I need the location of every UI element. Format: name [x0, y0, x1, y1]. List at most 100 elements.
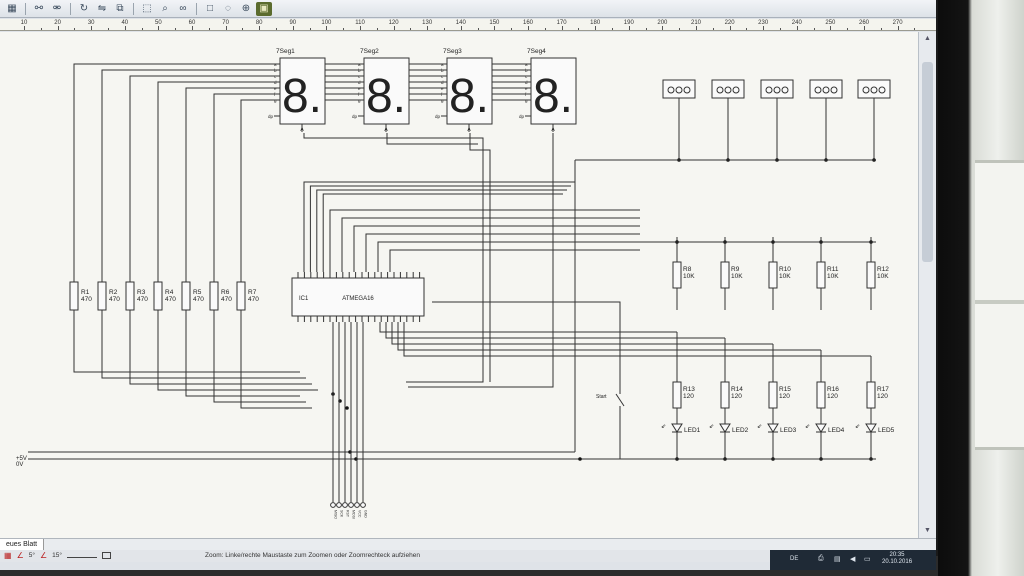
connector-pin — [336, 502, 342, 508]
box-icon[interactable] — [101, 552, 111, 559]
ruler-tick — [158, 26, 160, 30]
notification-icon[interactable]: ▭ — [864, 556, 871, 563]
resistor-name: R5 — [193, 289, 202, 296]
header-pin — [773, 86, 781, 94]
resistor — [768, 261, 778, 289]
ruler-label: 80 — [255, 20, 263, 26]
resistor — [97, 281, 107, 311]
ruler-tick — [276, 28, 277, 30]
network-icon[interactable]: ▤ — [834, 556, 841, 563]
ruler-tick — [595, 26, 597, 30]
seven-segment-display — [446, 57, 493, 125]
grid-snap-icon[interactable]: ▦ — [4, 551, 12, 560]
anode-wire — [469, 133, 491, 382]
ruler-tick — [343, 28, 345, 30]
ruler-tick — [208, 28, 210, 30]
zoom-icon[interactable]: ⌕ — [162, 3, 168, 14]
mirror-icon[interactable]: ⇋ — [97, 3, 107, 14]
printer-icon[interactable]: ⎙ — [818, 555, 824, 562]
ruler-label: 190 — [623, 20, 634, 26]
speaker-icon[interactable]: ◀ — [850, 556, 856, 563]
rail-label: 0V — [16, 462, 23, 468]
ruler-tick — [292, 26, 294, 30]
led-symbol — [719, 423, 731, 433]
rotate-icon[interactable]: ↻ — [79, 3, 89, 14]
scroll-down-arrow-icon[interactable]: ▼ — [924, 527, 931, 534]
led-symbol — [865, 423, 877, 433]
led-symbol — [767, 423, 779, 433]
display-digit: 8. — [366, 70, 406, 123]
angle-snap-icon[interactable]: ∠ — [16, 551, 24, 560]
schematic-canvas[interactable]: 7Seg18.abcdefgdpA7Seg28.abcdefgdpA7Seg38… — [0, 32, 918, 538]
select-icon[interactable]: ⬚ — [142, 3, 152, 14]
clock[interactable]: 20:35 20.10.2016 — [882, 552, 912, 566]
ruler-tick — [242, 28, 244, 30]
header-pin — [814, 86, 822, 94]
led-drive-wire — [379, 322, 677, 333]
scroll-thumb[interactable] — [922, 62, 933, 262]
resistor-value: 470 — [165, 296, 176, 303]
dp-pin-label: dp — [435, 114, 441, 119]
connector-pin — [330, 502, 336, 508]
ruler-label: 210 — [690, 20, 702, 26]
segment-wire — [129, 75, 270, 282]
copy-icon[interactable]: ⧉ — [116, 3, 124, 14]
resistor — [768, 381, 778, 409]
resistor-value: 470 — [109, 296, 120, 303]
io-wire — [353, 225, 640, 272]
rectangle-icon[interactable]: □ — [206, 3, 214, 14]
ruler-tick — [410, 28, 412, 30]
vertical-scrollbar[interactable]: ▲ ▼ — [918, 32, 936, 538]
unlink-icon[interactable]: ⚮ — [52, 3, 62, 14]
grid-icon[interactable]: ▦ — [7, 3, 17, 14]
segment-wire — [73, 63, 270, 282]
header-pin — [830, 86, 838, 94]
connector-pin-label: SCK — [340, 510, 344, 518]
led-name: LED3 — [780, 427, 797, 434]
resistor-value: 470 — [221, 296, 232, 303]
resistor-name: R16 — [827, 386, 839, 393]
ruler-tick — [780, 28, 781, 30]
resistor-value: 120 — [683, 393, 694, 400]
ruler-tick — [746, 28, 748, 30]
dp-pin-label: dp — [268, 114, 274, 119]
resistor-value: 10K — [779, 273, 791, 280]
header-pin — [724, 86, 732, 94]
resistor-name: R4 — [165, 289, 174, 296]
angle-value-1[interactable]: 5° — [28, 552, 35, 559]
ic-name: ATMEGA16 — [342, 296, 374, 302]
angle-value-2[interactable]: 15° — [52, 552, 62, 559]
segment-wire — [213, 93, 270, 282]
connector-pin — [354, 502, 360, 508]
status-bar: ▦ ∠ 5° ∠ 15° Zoom: Linke/rechte Maustast… — [0, 550, 770, 562]
image-icon[interactable]: ▣ — [256, 1, 272, 16]
ruler-tick — [511, 28, 513, 30]
sheet-tab[interactable]: eues Blatt — [0, 539, 45, 550]
language-indicator[interactable]: DE — [790, 556, 799, 562]
ruler-label: 250 — [825, 20, 836, 26]
resistor — [816, 261, 826, 289]
resistor-name: R13 — [683, 386, 695, 393]
resistor-name: R9 — [731, 266, 740, 273]
ruler-tick — [427, 26, 429, 30]
seven-segment-display — [530, 57, 577, 125]
toolbar-separator — [133, 2, 134, 15]
scroll-up-arrow-icon[interactable]: ▲ — [924, 35, 931, 42]
switch-contact — [615, 393, 625, 407]
magnifier-icon[interactable]: ⊕ — [241, 3, 251, 14]
ruler-label: 160 — [522, 20, 534, 26]
header-pin — [870, 86, 878, 94]
led-drive-wire — [403, 322, 871, 357]
resistor-value: 120 — [779, 393, 790, 400]
link-icon[interactable]: ⚯ — [34, 3, 44, 14]
led-emission-icon: ⇙ — [757, 424, 762, 430]
toolbar: ▦ ⚯ ⚮ ↻ ⇋ ⧉ ⬚ ⌕ ∞ □ ◌ ⊕ ▣ — [0, 0, 936, 18]
segment-wire — [101, 69, 270, 282]
line-width-icon[interactable] — [66, 554, 97, 558]
ruler-tick — [57, 26, 59, 30]
ruler-tick — [796, 26, 798, 30]
lasso-icon[interactable]: ◌ — [225, 3, 231, 14]
angle-snap-icon-2[interactable]: ∠ — [39, 551, 48, 560]
binoculars-icon[interactable]: ∞ — [179, 3, 187, 14]
led-drive-wire — [391, 322, 773, 345]
